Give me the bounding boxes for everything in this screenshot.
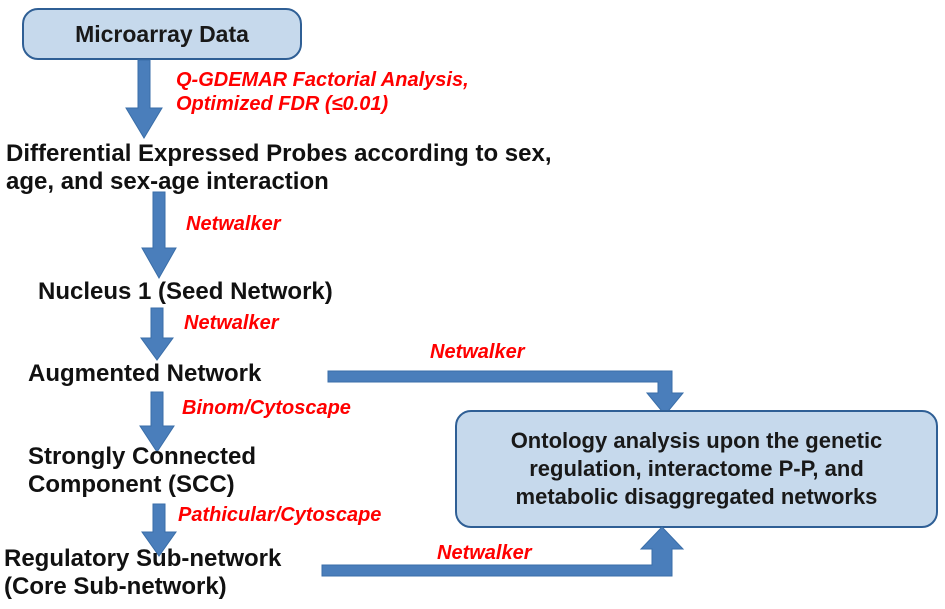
arrow-dep-to-nucleus <box>141 191 177 280</box>
node-nucleus-seed-network: Nucleus 1 (Seed Network) <box>38 278 333 305</box>
arrow-scc-to-regulatory <box>141 503 177 557</box>
node-differential-expressed-probes: Differential Expressed Probes according … <box>6 140 552 196</box>
arrow-microarray-to-dep <box>125 59 163 139</box>
node-microarray-data: Microarray Data <box>22 8 302 60</box>
node-regulatory-sub-network: Regulatory Sub-network (Core Sub-network… <box>4 545 282 601</box>
node-microarray-data-label: Microarray Data <box>75 20 249 47</box>
edge-label-q-gdemar: Q-GDEMAR Factorial Analysis, Optimized F… <box>176 69 469 115</box>
arrow-augmented-to-ontology <box>327 370 685 416</box>
node-ontology-analysis-label: Ontology analysis upon the genetic regul… <box>510 428 883 509</box>
edge-label-netwalker-4: Netwalker <box>437 542 532 564</box>
edge-label-netwalker-2: Netwalker <box>184 312 279 334</box>
arrow-nucleus-to-augmented <box>140 307 174 361</box>
edge-label-binom-cytoscape: Binom/Cytoscape <box>182 397 351 419</box>
edge-label-netwalker-3: Netwalker <box>430 341 525 363</box>
node-strongly-connected-component: Strongly Connected Component (SCC) <box>28 443 257 499</box>
node-augmented-network: Augmented Network <box>28 360 262 387</box>
edge-label-pathicular-cytoscape: Pathicular/Cytoscape <box>178 504 382 526</box>
arrow-regulatory-to-ontology <box>321 526 685 577</box>
edge-label-netwalker-1: Netwalker <box>186 213 281 235</box>
node-ontology-analysis: Ontology analysis upon the genetic regul… <box>455 410 938 528</box>
arrow-augmented-to-scc <box>139 391 175 453</box>
